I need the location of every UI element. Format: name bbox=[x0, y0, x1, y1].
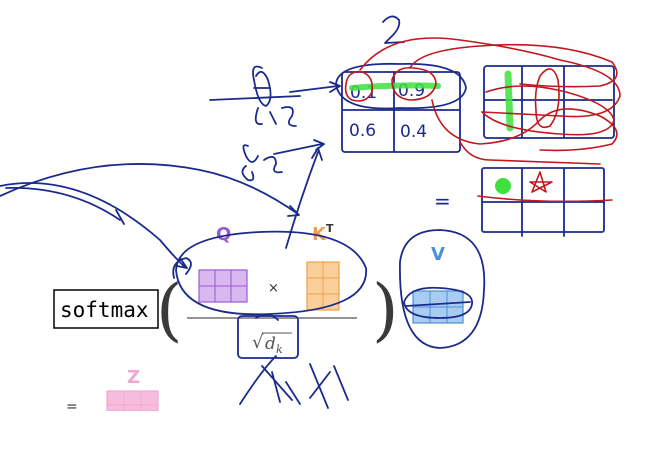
result-equals: = bbox=[434, 189, 451, 213]
arrow-up-to-theta bbox=[285, 147, 323, 249]
curve-left-3 bbox=[5, 187, 125, 225]
kt-matrix bbox=[306, 261, 340, 311]
z-label: Z bbox=[127, 367, 140, 388]
k-label: K bbox=[312, 224, 327, 245]
z-equals: = bbox=[66, 399, 78, 415]
right-paren: ) bbox=[372, 271, 399, 350]
k-superscript: T bbox=[326, 222, 334, 235]
v-oval bbox=[399, 229, 486, 349]
dk-label: d bbox=[265, 334, 276, 354]
result-matrix bbox=[481, 167, 605, 233]
sqrt-symbol: √ bbox=[252, 332, 264, 353]
curve-left-1 bbox=[0, 163, 300, 217]
sqrt-dk-box bbox=[237, 315, 299, 359]
numerator-oval bbox=[175, 230, 367, 316]
softmax-label: softmax bbox=[60, 298, 149, 322]
dk-subscript: k bbox=[276, 343, 283, 356]
green-highlights bbox=[349, 70, 514, 194]
theta2-mark bbox=[241, 144, 283, 182]
cell-1-0: 0.6 bbox=[349, 121, 376, 141]
times-symbol: × bbox=[268, 281, 279, 296]
value-matrix-top bbox=[483, 65, 615, 139]
red-ink-annotations bbox=[344, 37, 621, 203]
strike-scribble bbox=[239, 355, 349, 409]
sqrt-dk: √ d k bbox=[252, 332, 292, 356]
theta1-mark bbox=[209, 65, 301, 127]
q-matrix bbox=[198, 269, 248, 303]
red-star bbox=[529, 171, 553, 193]
v-label: V bbox=[431, 244, 445, 265]
left-paren: ( bbox=[156, 271, 183, 350]
cell-1-1: 0.4 bbox=[400, 122, 427, 142]
curve-left-2 bbox=[0, 182, 188, 269]
softmax-box bbox=[53, 289, 159, 329]
theta1-arrow bbox=[289, 81, 341, 93]
green-dot bbox=[495, 178, 511, 194]
score-matrix-box bbox=[341, 71, 461, 153]
v-row-oval bbox=[403, 286, 473, 319]
blue-ink-annotations: = bbox=[0, 15, 615, 409]
z-matrix bbox=[106, 390, 159, 412]
q-label: Q bbox=[216, 224, 231, 245]
handwritten-2 bbox=[382, 15, 405, 44]
